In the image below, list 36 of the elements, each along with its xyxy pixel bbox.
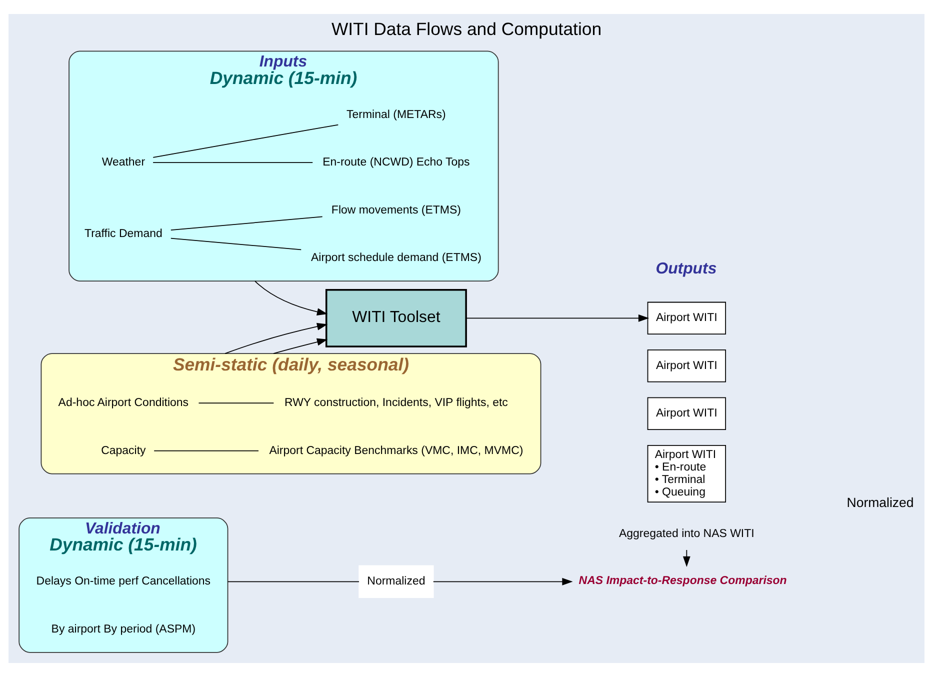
node-box: Airport WITI xyxy=(647,397,726,430)
node-text: By airport By period (ASPM) xyxy=(51,623,196,636)
arrow xyxy=(682,550,690,567)
connector xyxy=(170,238,302,250)
connector xyxy=(198,402,274,404)
node-text: Capacity xyxy=(101,444,146,457)
connector xyxy=(227,581,360,582)
node-box: Airport WITI xyxy=(647,302,726,335)
node-text: Traffic Demand xyxy=(84,228,162,240)
connector xyxy=(152,162,314,163)
diagram-title: WITI Data Flows and Computation xyxy=(331,19,602,40)
node-text: Weather xyxy=(102,156,146,169)
node-text: NAS Impact-to-Response Comparison xyxy=(578,574,787,587)
node-text: Ad-hoc Airport Conditions xyxy=(58,397,189,410)
node-text: RWY construction, Incidents, VIP flights, etc xyxy=(284,397,508,410)
node-box: WITI Toolset xyxy=(325,288,467,348)
node-text: En-route (NCWD) Echo Tops xyxy=(322,156,470,169)
node-box: Normalized xyxy=(358,565,434,598)
connector xyxy=(152,124,339,158)
node-box: Airport WITI xyxy=(647,350,726,382)
label: Outputs xyxy=(656,260,717,278)
label: Normalized xyxy=(846,494,914,510)
node-text: Terminal (METARs) xyxy=(346,108,446,121)
connector xyxy=(170,216,323,230)
arrow xyxy=(432,578,573,586)
node-box: Airport WITI • En-route • Terminal • Queuing xyxy=(647,445,726,503)
node-text: Aggregated into NAS WITI xyxy=(619,528,754,540)
node-text: Flow movements (ETMS) xyxy=(331,204,461,216)
arrow xyxy=(466,314,650,322)
connector xyxy=(154,450,259,452)
node-text: Airport schedule demand (ETMS) xyxy=(310,252,482,264)
arrow xyxy=(273,338,328,354)
arrow xyxy=(224,322,328,354)
node-text: Delays On-time perf Cancellations xyxy=(36,576,211,588)
arrow xyxy=(254,280,328,316)
node-text: Airport Capacity Benchmarks (VMC, IMC, MVMC) xyxy=(269,444,524,457)
